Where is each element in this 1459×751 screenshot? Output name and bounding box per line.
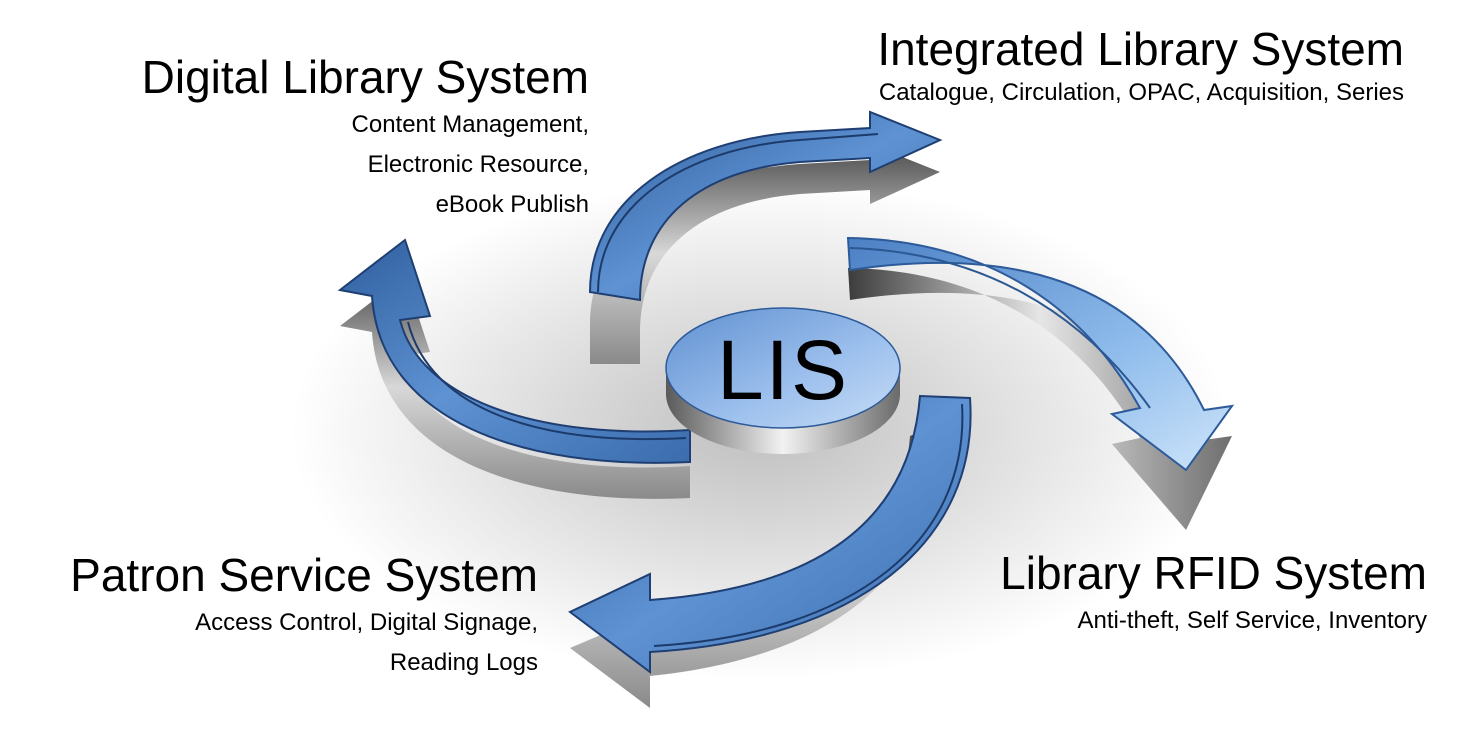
digital-library-system-line-3: eBook Publish bbox=[435, 191, 589, 218]
digital-library-system-block: Digital Library System Content Managemen… bbox=[142, 52, 589, 222]
integrated-library-system-line-1: Catalogue, Circulation, OPAC, Acquisitio… bbox=[878, 79, 1404, 106]
arrow-to-patron-service bbox=[568, 394, 972, 708]
library-rfid-system-line-1: Anti-theft, Self Service, Inventory bbox=[1077, 607, 1428, 634]
library-rfid-system-block: Library RFID System Anti-theft, Self Ser… bbox=[1000, 548, 1427, 638]
integrated-library-system-block: Integrated Library System Catalogue, Cir… bbox=[877, 24, 1404, 110]
digital-library-system-title: Digital Library System bbox=[141, 51, 589, 103]
integrated-library-system-title: Integrated Library System bbox=[877, 23, 1404, 75]
arrow-to-rfid bbox=[846, 236, 1235, 530]
patron-service-system-line-1: Access Control, Digital Signage, bbox=[195, 609, 538, 636]
library-rfid-system-title: Library RFID System bbox=[1000, 547, 1427, 599]
hub-label: LIS bbox=[716, 323, 850, 417]
patron-service-system-block: Patron Service System Access Control, Di… bbox=[70, 550, 538, 680]
digital-library-system-line-1: Content Management, bbox=[351, 111, 589, 138]
patron-service-system-line-2: Reading Logs bbox=[389, 649, 538, 676]
hub-disc bbox=[665, 307, 901, 454]
patron-service-system-title: Patron Service System bbox=[70, 549, 538, 601]
digital-library-system-line-2: Electronic Resource, bbox=[367, 151, 589, 178]
arrow-to-digital-library bbox=[337, 238, 691, 499]
arrow-to-integrated-library bbox=[588, 110, 943, 364]
